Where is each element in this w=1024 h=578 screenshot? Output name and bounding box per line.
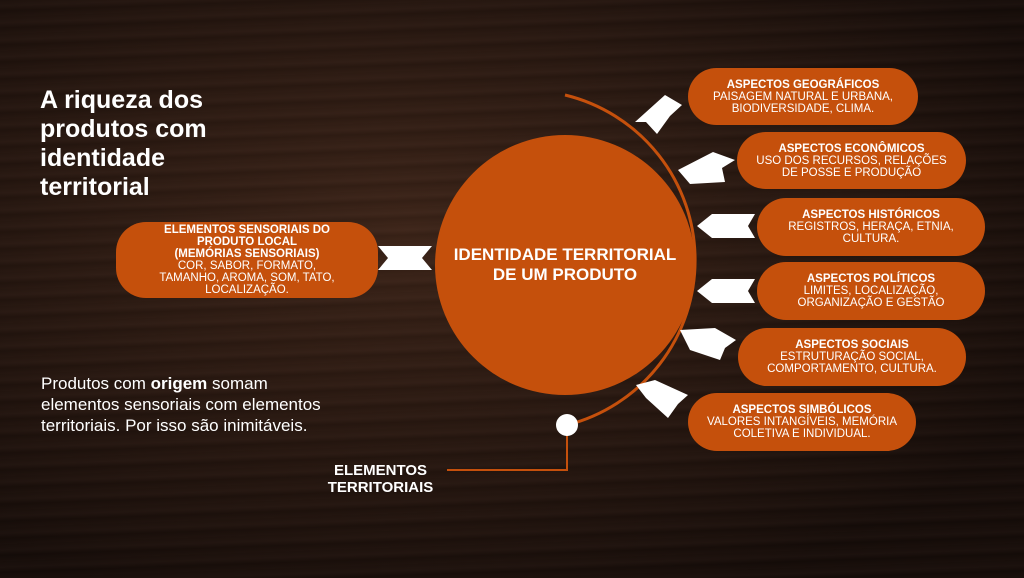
sensorial-heading: ELEMENTOS SENSORIAIS DO PRODUTO LOCAL (M… [164, 224, 330, 260]
aspect-text: ESTRUTURAÇÃO SOCIAL, COMPORTAMENTO, CULT… [767, 351, 937, 375]
aspect-heading: ASPECTOS SOCIAIS [795, 339, 909, 351]
center-label: IDENTIDADE TERRITORIAL DE UM PRODUTO [453, 245, 677, 284]
aspect-heading: ASPECTOS SIMBÓLICOS [732, 404, 872, 416]
arrow-hist [697, 214, 755, 238]
aspect-heading: ASPECTOS ECONÔMICOS [778, 142, 925, 155]
note-bold: origem [150, 374, 208, 393]
arrows [378, 95, 755, 418]
origin-note: Produtos com origem somam elementos sens… [41, 373, 331, 436]
aspect-text: USO DOS RECURSOS, RELAÇÕES DE POSSE E PR… [756, 154, 947, 179]
arrow-soc [680, 328, 736, 360]
aspect-text: VALORES INTANGÍVEIS, MEMÓRIA COLETIVA E … [707, 416, 897, 440]
page-title: A riqueza dos produtos com identidade te… [40, 86, 207, 201]
identity-circle: IDENTIDADE TERRITORIAL DE UM PRODUTO [435, 135, 695, 395]
aspect-text: PAISAGEM NATURAL E URBANA, BIODIVERSIDAD… [713, 90, 893, 115]
aspect-heading: ASPECTOS HISTÓRICOS [802, 209, 940, 221]
aspect-text: LIMITES, LOCALIZAÇÃO, ORGANIZAÇÃO E GEST… [797, 285, 945, 309]
aspect-text: REGISTROS, HERAÇA, ETNIA, CULTURA. [788, 221, 954, 245]
territorial-dot [556, 414, 578, 436]
arrow-econ [678, 152, 735, 184]
arrow-simb [636, 380, 688, 418]
note-post: somam elementos sensoriais com elementos… [41, 374, 321, 435]
aspect-heading: ASPECTOS POLÍTICOS [806, 273, 936, 285]
territorial-arc [564, 93, 697, 427]
note-pre: Produtos com [41, 374, 151, 393]
sensorial-text: COR, SABOR, FORMATO, TAMANHO, AROMA, SOM… [159, 260, 335, 296]
arrow-pol [697, 279, 755, 303]
arrow-geo [635, 95, 682, 134]
aspect-heading: ASPECTOS GEOGRÁFICOS [726, 78, 880, 91]
arrow-sensorial [378, 246, 432, 270]
sensorial-pill: ELEMENTOS SENSORIAIS DO PRODUTO LOCAL (M… [116, 222, 378, 298]
territorial-leader-line [447, 425, 568, 471]
territorial-label: ELEMENTOS TERRITORIAIS [327, 462, 434, 496]
